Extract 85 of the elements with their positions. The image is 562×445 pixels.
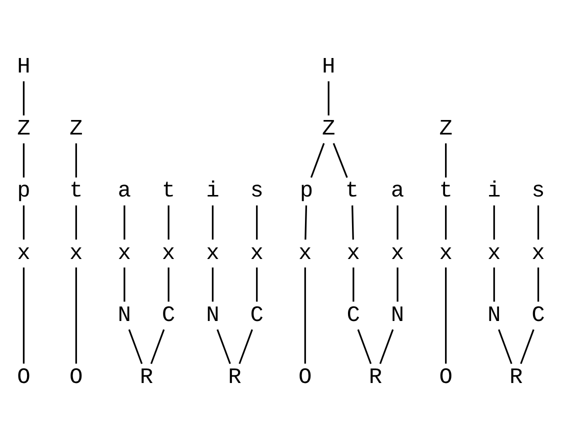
connector: [352, 205, 354, 240]
connector: [537, 268, 540, 302]
connector: [238, 329, 253, 364]
node-text: x: [70, 240, 83, 266]
node-text: x: [488, 240, 501, 266]
connector: [124, 205, 126, 240]
connector: [537, 205, 540, 240]
connector: [216, 329, 231, 364]
node-text: H: [322, 54, 336, 80]
node-text: x: [390, 240, 404, 266]
connector: [256, 268, 258, 302]
node-text: N: [206, 302, 220, 328]
connector: [22, 143, 25, 178]
connector: [128, 329, 143, 364]
node-text: O: [70, 364, 83, 390]
node-text: N: [390, 302, 404, 328]
connector: [520, 329, 534, 364]
node-text: t: [439, 178, 452, 204]
connector: [75, 205, 77, 240]
node-text: x: [532, 240, 545, 266]
connector: [22, 81, 25, 116]
connector: [352, 268, 354, 302]
connector: [256, 205, 258, 240]
node-text: Z: [70, 116, 83, 142]
node-text: C: [162, 302, 176, 328]
node-text: Z: [322, 116, 336, 142]
node-text: H: [17, 54, 30, 80]
node-text: i: [488, 178, 501, 204]
node-text: C: [346, 302, 360, 328]
connector: [328, 81, 330, 116]
node-text: O: [439, 364, 452, 390]
node-text: x: [439, 240, 452, 266]
node-text: x: [206, 240, 220, 266]
connector: [493, 268, 495, 302]
connector: [150, 329, 165, 364]
connector: [212, 268, 214, 302]
node-text: t: [345, 178, 359, 204]
connector: [396, 205, 398, 240]
node-text: R: [368, 364, 382, 390]
node-text: i: [206, 178, 220, 204]
node-text: p: [300, 178, 314, 204]
node-text: O: [17, 364, 30, 390]
connector: [212, 205, 214, 240]
node-text: x: [162, 240, 176, 266]
node-text: Z: [17, 116, 30, 142]
node-text: s: [250, 178, 264, 204]
connector: [304, 267, 306, 364]
node-text: N: [118, 302, 132, 328]
connector: [22, 267, 25, 364]
node-text: O: [298, 364, 312, 390]
node-text: t: [162, 178, 176, 204]
connector: [379, 329, 394, 364]
connector: [445, 143, 447, 178]
node-text: t: [70, 178, 83, 204]
connector: [124, 268, 126, 302]
node-text: x: [346, 240, 360, 266]
node-text: N: [488, 302, 501, 328]
connector: [396, 268, 398, 302]
connector: [445, 267, 447, 364]
connector: [493, 205, 495, 240]
node-text: s: [532, 178, 545, 204]
node-text: p: [17, 178, 30, 204]
node-text: x: [17, 240, 30, 266]
connector: [310, 143, 325, 178]
node-text: R: [228, 364, 242, 390]
connector: [168, 268, 170, 302]
node-text: Z: [439, 116, 452, 142]
connector: [304, 205, 308, 240]
connector: [332, 143, 348, 178]
connector: [445, 205, 447, 240]
node-text: a: [390, 178, 404, 204]
connector: [22, 205, 25, 240]
connector: [498, 329, 512, 364]
connector: [168, 205, 170, 240]
node-text: x: [118, 240, 132, 266]
node-text: x: [250, 240, 264, 266]
node-text: C: [532, 302, 545, 328]
node-text: R: [140, 364, 154, 390]
node-text: a: [118, 178, 132, 204]
connector: [357, 329, 372, 364]
connector: [75, 143, 77, 178]
node-text: C: [250, 302, 264, 328]
connector: [75, 267, 77, 364]
node-text: x: [298, 240, 312, 266]
node-text: R: [510, 364, 523, 390]
